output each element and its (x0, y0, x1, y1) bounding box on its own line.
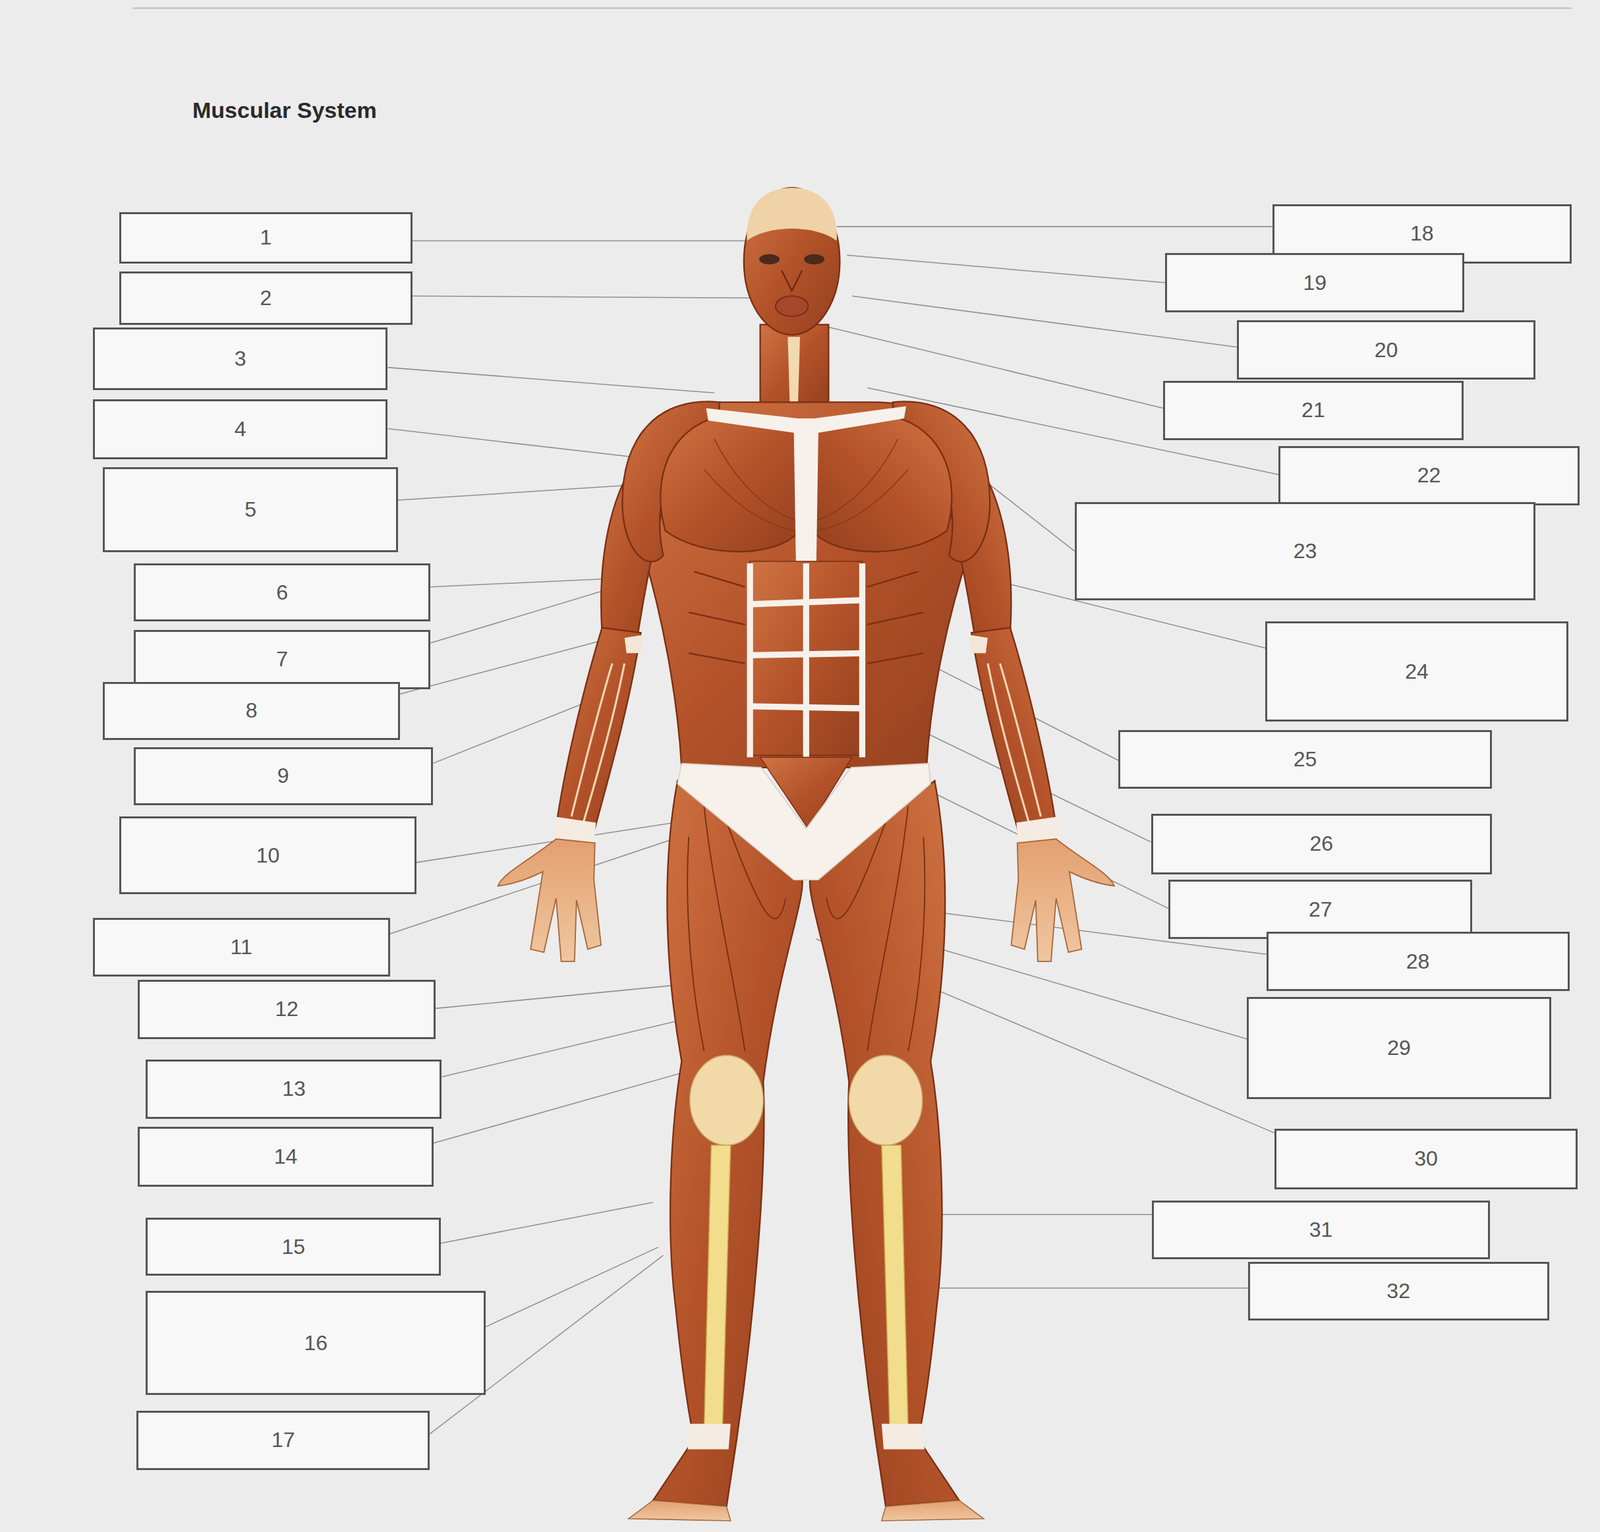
label-box: 9 (133, 747, 433, 806)
label-box: 20 (1236, 320, 1537, 380)
label-box: 32 (1248, 1261, 1550, 1322)
callout-number: 32 (1382, 1279, 1415, 1304)
leader-lines (387, 226, 1279, 1434)
label-box: 19 (1165, 253, 1465, 313)
callout-number: 15 (277, 1234, 310, 1260)
callout-number: 23 (1289, 539, 1322, 564)
callout-number: 2 (255, 285, 276, 311)
label-box: 21 (1163, 380, 1463, 441)
label-box: 10 (119, 816, 417, 895)
label-box: 13 (145, 1059, 442, 1119)
label-box: 28 (1266, 931, 1570, 992)
label-box: 15 (145, 1217, 441, 1276)
callout-number: 16 (299, 1331, 332, 1356)
label-box: 5 (102, 467, 399, 553)
callout-number: 30 (1410, 1146, 1442, 1172)
label-box: 3 (92, 327, 389, 390)
label-box: 6 (133, 563, 431, 622)
callout-number: 4 (230, 417, 251, 442)
callout-number: 31 (1305, 1217, 1338, 1243)
human-figure (498, 187, 1115, 1521)
label-box: 22 (1278, 446, 1580, 506)
label-box: 24 (1265, 621, 1569, 722)
callout-number: 9 (273, 763, 294, 789)
label-box: 1 (119, 212, 412, 263)
callout-number: 18 (1406, 221, 1438, 246)
label-box: 25 (1118, 730, 1492, 790)
page-rule (132, 7, 1572, 9)
label-box: 29 (1246, 997, 1551, 1100)
callout-number: 24 (1400, 659, 1433, 685)
label-box: 7 (133, 629, 431, 690)
label-box: 27 (1168, 879, 1473, 940)
callout-number: 8 (241, 698, 262, 723)
callout-number: 28 (1402, 949, 1434, 974)
callout-number: 6 (272, 580, 292, 605)
label-box: 4 (92, 399, 389, 460)
callout-number: 17 (267, 1428, 300, 1453)
callout-number: 26 (1305, 831, 1338, 857)
callout-number: 7 (272, 647, 292, 672)
callout-number: 11 (226, 935, 257, 960)
callout-number: 29 (1383, 1035, 1415, 1061)
label-box: 14 (137, 1126, 434, 1187)
callout-number: 22 (1413, 463, 1446, 488)
callout-number: 3 (230, 346, 251, 372)
label-box: 16 (145, 1290, 486, 1396)
callout-number: 10 (252, 843, 285, 868)
label-box: 8 (102, 682, 400, 741)
callout-number: 27 (1304, 897, 1337, 922)
label-box: 17 (136, 1410, 429, 1471)
label-box: 30 (1274, 1128, 1578, 1189)
callout-number: 12 (270, 997, 303, 1022)
callout-number: 21 (1297, 398, 1330, 423)
diagram-title: Muscular System (192, 97, 377, 124)
label-box: 31 (1151, 1200, 1490, 1260)
label-box: 2 (119, 271, 412, 325)
callout-number: 14 (270, 1144, 302, 1170)
callout-number: 20 (1370, 338, 1403, 363)
callout-number: 25 (1289, 747, 1322, 772)
label-box: 23 (1074, 502, 1537, 601)
callout-number: 19 (1298, 270, 1331, 296)
callout-number: 13 (278, 1076, 310, 1102)
label-box: 12 (137, 979, 436, 1040)
callout-number: 1 (255, 225, 276, 250)
label-box: 11 (92, 917, 391, 978)
callout-number: 5 (240, 497, 261, 522)
label-box: 26 (1151, 813, 1492, 876)
